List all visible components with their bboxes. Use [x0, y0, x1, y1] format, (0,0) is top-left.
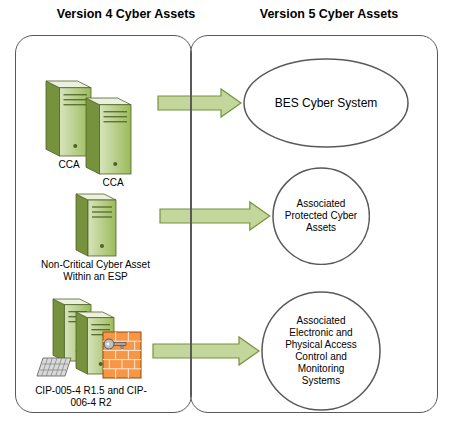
drive-slot [92, 216, 112, 217]
ellipse-label: BES Cyber System [275, 96, 378, 110]
server-side [76, 194, 88, 256]
ellipse-shape [262, 292, 380, 410]
server-top [46, 81, 91, 88]
server-top [53, 299, 91, 305]
server-side [76, 312, 87, 374]
asset-ellipse: Associated Electronic and Physical Acces… [261, 291, 381, 411]
drive-slot [91, 324, 110, 325]
brick-line [128, 332, 129, 341]
icon-group [37, 299, 141, 378]
power-button [73, 144, 77, 148]
drive-slot [64, 104, 88, 105]
asset-ellipse: BES Cyber System [243, 58, 409, 148]
label-holder: Associated Electronic and Physical Acces… [261, 291, 381, 411]
brick-line [134, 341, 135, 350]
panel-heading: Version 5 Cyber Assets [260, 7, 399, 22]
brick-line [128, 350, 129, 359]
drive-slot [91, 329, 110, 330]
heading-holder: Version 4 Cyber Assets [57, 7, 196, 22]
ellipse-label: Associated Electronic and Physical Acces… [281, 315, 361, 387]
server-side [86, 98, 100, 174]
asset-label: CCA [58, 159, 79, 171]
key-hole [107, 343, 110, 346]
label-holder: Non-Critical Cyber Asset Within an ESP [33, 259, 158, 283]
label-holder: CIP-005-4 R1.5 and CIP-006-4 R2 [33, 385, 149, 409]
key-column [46, 358, 52, 376]
block-arrow [158, 89, 241, 117]
server-group: CIP-005-4 R1.5 and CIP-006-4 R2 [31, 296, 151, 412]
asset-label: CCA [102, 177, 123, 189]
asset-panel: Version 4 Cyber AssetsCCACCANon-Critical… [15, 35, 192, 413]
server-top [76, 312, 114, 318]
firewall-symbol [103, 332, 141, 378]
drive-slot [64, 94, 88, 95]
brick-line [122, 360, 123, 369]
key-tooth [121, 346, 123, 349]
server-front [100, 105, 132, 174]
server-front [88, 200, 116, 256]
server-top [86, 98, 131, 105]
server-top [76, 194, 116, 200]
brick-line [103, 350, 141, 351]
brick-line [115, 332, 116, 341]
drive-slot [64, 99, 88, 100]
label-holder: CCA [102, 177, 123, 189]
drive-slot [104, 111, 128, 112]
block-arrow [153, 337, 259, 365]
ellipse-shape [273, 168, 369, 264]
label-holder: Associated Protected Cyber Assets [272, 167, 370, 265]
brick-line [103, 368, 141, 369]
asset-label: CIP-005-4 R1.5 and CIP-006-4 R2 [33, 385, 149, 409]
drive-slot [92, 211, 112, 212]
key-bow [104, 339, 114, 349]
keyboard-symbol [37, 358, 71, 376]
server-group: Non-Critical Cyber Asset Within an ESP [33, 191, 158, 286]
icon-group [76, 194, 116, 256]
drive-slot [92, 206, 112, 207]
power-button [113, 162, 117, 166]
brick-line [128, 369, 129, 378]
key-column [60, 358, 66, 376]
panel-heading: Version 4 Cyber Assets [57, 7, 196, 22]
server-side [46, 81, 60, 156]
asset-label: Non-Critical Cyber Asset Within an ESP [33, 259, 158, 283]
icon-group [46, 81, 131, 174]
drive-slot [104, 121, 128, 122]
ellipse-shape [244, 59, 408, 147]
heading-holder: Version 5 Cyber Assets [260, 7, 399, 22]
asset-panel: Version 5 Cyber AssetsBES Cyber SystemAs… [190, 35, 438, 413]
drive-slot [104, 116, 128, 117]
brick-line [134, 360, 135, 369]
label-holder: CCA [58, 159, 79, 171]
server-side [53, 299, 64, 361]
brick-line [109, 360, 110, 369]
key-column [51, 358, 57, 376]
label-holder: BES Cyber System [243, 58, 409, 148]
key-column [56, 358, 62, 376]
key-column [42, 358, 48, 376]
brick-line [115, 369, 116, 378]
power-button [100, 244, 104, 248]
brick-line [115, 350, 116, 359]
block-arrow [160, 202, 270, 230]
power-button [99, 362, 103, 366]
asset-ellipse: Associated Protected Cyber Assets [272, 167, 370, 265]
ellipse-label: Associated Protected Cyber Assets [281, 198, 361, 234]
